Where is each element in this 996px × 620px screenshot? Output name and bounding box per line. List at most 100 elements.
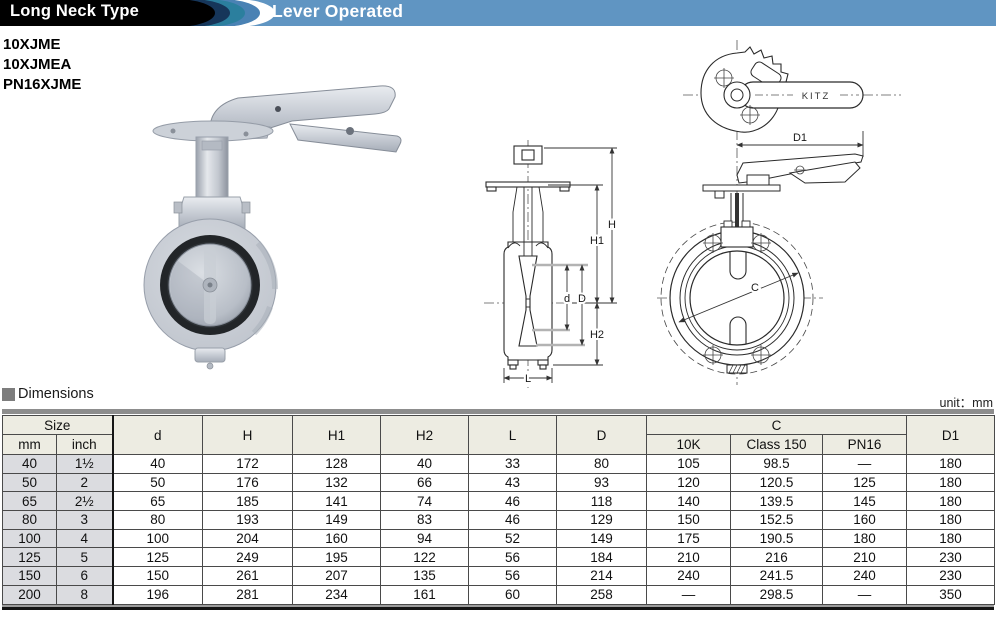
unit-label: unit：mm — [939, 396, 993, 410]
dimensions-bullet-icon — [2, 387, 15, 401]
dimension-value-cell: 100 — [112, 528, 204, 549]
dimension-value-cell: 161 — [380, 584, 470, 605]
dimension-value-cell: 240 — [822, 566, 908, 586]
banner-left-label: Long Neck Type — [10, 2, 140, 20]
dimension-value-cell: 180 — [906, 510, 996, 530]
dimension-value-cell: 93 — [556, 472, 648, 493]
dimension-value-cell: 234 — [292, 584, 382, 605]
size-cell: 2½ — [55, 491, 114, 512]
dimension-value-cell: 94 — [380, 528, 470, 549]
dimension-value-cell: 152.5 — [730, 510, 824, 530]
size-cell: 3 — [55, 510, 114, 530]
dimension-value-cell: 98.5 — [730, 454, 824, 474]
dimension-value-cell: 180 — [822, 528, 908, 549]
dim-label-C: C — [751, 282, 759, 294]
dimension-value-cell: 261 — [202, 566, 294, 586]
dimensions-section-header: Dimensions — [2, 386, 94, 402]
size-cell: 50 — [2, 472, 57, 493]
size-cell: 2 — [55, 472, 114, 493]
dimension-value-cell: 150 — [112, 566, 204, 586]
model-code-list: 10XJME 10XJMEA PN16XJME — [3, 35, 81, 95]
dimension-value-cell: 145 — [822, 491, 908, 512]
dimension-value-cell: 43 — [468, 472, 558, 493]
dimension-value-cell: 160 — [822, 510, 908, 530]
header-PN16: PN16 — [822, 434, 908, 455]
table-bottom-rule — [2, 604, 994, 610]
dimension-value-cell: 241.5 — [730, 566, 824, 586]
model-code: 10XJME — [3, 36, 61, 53]
dimension-value-cell: 120.5 — [730, 472, 824, 493]
dimension-value-cell: 83 — [380, 510, 470, 530]
size-cell: 4 — [55, 528, 114, 549]
dimension-value-cell: — — [646, 584, 732, 605]
dimension-value-cell: 105 — [646, 454, 732, 474]
size-cell: 8 — [55, 584, 114, 605]
dimensions-section-title: Dimensions — [18, 386, 94, 402]
dimension-value-cell: 50 — [112, 472, 204, 493]
dimension-value-cell: 204 — [202, 528, 294, 549]
size-cell: 80 — [2, 510, 57, 530]
dimensions-table: Size d H H1 H2 L D C D1 mm inch 10K Clas… — [1, 415, 996, 605]
dim-label-D1: D1 — [793, 132, 807, 144]
lever-side-view — [702, 153, 864, 199]
banner-right-label: Lever Operated — [272, 1, 404, 21]
model-code: 10XJMEA — [3, 56, 72, 73]
dimension-value-cell: 207 — [292, 566, 382, 586]
dimension-value-cell: 66 — [380, 472, 470, 493]
header-mm: mm — [2, 434, 57, 455]
size-cell: 1½ — [55, 454, 114, 474]
size-cell: 125 — [2, 547, 57, 568]
dimension-value-cell: 230 — [906, 547, 996, 568]
lever-front-view-drawing: KITZ D1 — [657, 40, 901, 385]
dimension-value-cell: 118 — [556, 491, 648, 512]
dimension-value-cell: 74 — [380, 491, 470, 512]
dimension-value-cell: 125 — [822, 472, 908, 493]
dimension-value-cell: 190.5 — [730, 528, 824, 549]
size-cell: 5 — [55, 547, 114, 568]
table-top-rule — [2, 409, 994, 414]
dimension-value-cell: 80 — [112, 510, 204, 530]
dimension-value-cell: 350 — [906, 584, 996, 605]
dimension-value-cell: 196 — [112, 584, 204, 605]
size-cell: 40 — [2, 454, 57, 474]
dimension-value-cell: 160 — [292, 528, 382, 549]
dim-label-H1: H1 — [590, 235, 604, 247]
dimension-value-cell: 281 — [202, 584, 294, 605]
header-L: L — [468, 415, 558, 455]
dimension-value-cell: 175 — [646, 528, 732, 549]
dimension-value-cell: 195 — [292, 547, 382, 568]
dim-label-H: H — [608, 219, 616, 231]
header-H: H — [202, 415, 294, 455]
header-inch: inch — [55, 434, 114, 455]
dimension-value-cell: 249 — [202, 547, 294, 568]
size-cell: 6 — [55, 566, 114, 586]
dimension-value-cell: 46 — [468, 510, 558, 530]
lever-top-view: KITZ — [700, 46, 864, 133]
dimension-value-cell: 240 — [646, 566, 732, 586]
dimension-value-cell: 129 — [556, 510, 648, 530]
dimension-value-cell: 46 — [468, 491, 558, 512]
dimension-value-cell: 185 — [202, 491, 294, 512]
dimension-value-cell: 149 — [556, 528, 648, 549]
dimension-value-cell: 193 — [202, 510, 294, 530]
dimension-value-cell: 258 — [556, 584, 648, 605]
dimension-value-cell: 230 — [906, 566, 996, 586]
dimension-value-cell: 139.5 — [730, 491, 824, 512]
dimension-value-cell: 135 — [380, 566, 470, 586]
dimension-value-cell: 65 — [112, 491, 204, 512]
size-cell: 200 — [2, 584, 57, 605]
dimension-value-cell: 214 — [556, 566, 648, 586]
photo-lever-trigger — [289, 123, 402, 153]
dimension-value-cell: 180 — [906, 528, 996, 549]
size-cell: 100 — [2, 528, 57, 549]
dimensions-table-wrap: Size d H H1 H2 L D C D1 mm inch 10K Clas… — [1, 409, 996, 610]
dim-label-D: D — [578, 293, 586, 305]
dimension-value-cell: 132 — [292, 472, 382, 493]
